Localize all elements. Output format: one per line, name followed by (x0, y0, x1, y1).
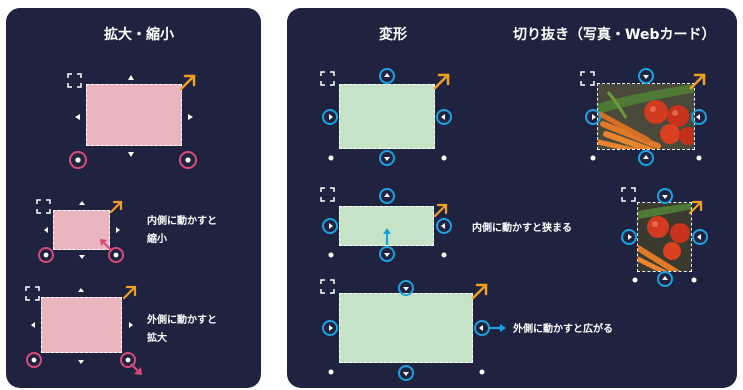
right-handle-icon[interactable] (116, 227, 120, 233)
top-handle-icon[interactable] (128, 75, 134, 80)
scale-panel: 拡大・縮小 内側に動かすと 縮小 外側に動かすと 拡大 (6, 8, 261, 388)
scale-example-enlarge-box[interactable] (41, 297, 122, 353)
rotate-arrow-icon[interactable] (433, 73, 450, 90)
crop-photo-small[interactable] (637, 202, 692, 272)
top-handle-icon[interactable] (79, 201, 85, 205)
narrow-caption: 内側に動かすと狭まる (472, 223, 572, 234)
side-handle-icon[interactable] (436, 218, 452, 234)
left-handle-icon[interactable] (75, 114, 80, 120)
side-handle-icon[interactable] (398, 280, 414, 296)
crop-corner-icon (320, 187, 335, 202)
scale-handle-icon[interactable] (120, 352, 136, 368)
enlarge-caption: 外側に動かすと 拡大 (147, 312, 217, 348)
scale-example-default-box[interactable] (86, 84, 182, 146)
side-handle-icon[interactable] (657, 188, 673, 204)
corner-handle-icon[interactable] (590, 155, 596, 161)
bottom-handle-icon[interactable] (128, 152, 134, 157)
crop-corner-icon (36, 199, 51, 214)
crop-corner-icon (25, 286, 40, 301)
crop-corner-icon (580, 71, 595, 86)
transform-handles-layer (320, 68, 708, 381)
bottom-handle-icon[interactable] (79, 255, 85, 259)
crop-title: 切り抜き（写真・Webカード） (513, 27, 716, 43)
rotate-arrow-icon[interactable] (109, 200, 123, 214)
rotate-arrow-icon[interactable] (689, 73, 706, 90)
scale-handle-icon[interactable] (108, 247, 124, 263)
side-handle-icon[interactable] (692, 229, 708, 245)
crop-corner-icon (67, 73, 82, 88)
rotate-arrow-icon[interactable] (433, 203, 448, 218)
shrink-caption-line2: 縮小 (147, 234, 167, 245)
scale-handle-icon[interactable] (26, 352, 42, 368)
crop-corner-icon (320, 71, 335, 86)
corner-handle-icon[interactable] (441, 252, 447, 258)
side-handle-icon[interactable] (657, 271, 673, 287)
corner-handle-icon[interactable] (696, 155, 702, 161)
scale-handle-icon[interactable] (69, 151, 87, 169)
crop-photo-large[interactable] (597, 83, 695, 150)
corner-handle-icon[interactable] (328, 252, 334, 258)
top-handle-icon[interactable] (78, 288, 84, 292)
scale-example-shrink-box[interactable] (53, 210, 110, 250)
enlarge-caption-line1: 外側に動かすと (147, 315, 217, 326)
vegetables-photo-cropped (638, 203, 691, 271)
side-handle-icon[interactable] (322, 320, 338, 336)
transform-example-default-box[interactable] (339, 84, 435, 149)
side-handle-icon[interactable] (691, 109, 707, 125)
transform-crop-panel: 変形 切り抜き（写真・Webカード） 内側に動かすと狭まる 外側に動かすと広がる (287, 8, 737, 388)
side-handle-icon[interactable] (436, 109, 452, 125)
side-handle-icon[interactable] (322, 218, 338, 234)
side-handle-icon[interactable] (379, 188, 395, 204)
right-handle-icon[interactable] (188, 114, 193, 120)
vegetables-photo (598, 84, 694, 149)
corner-handle-icon[interactable] (691, 277, 697, 283)
corner-handle-icon[interactable] (441, 155, 447, 161)
left-handle-icon[interactable] (31, 322, 35, 328)
transform-title: 変形 (379, 27, 407, 43)
left-handle-icon[interactable] (44, 227, 48, 233)
scale-title: 拡大・縮小 (104, 27, 174, 43)
side-handle-icon[interactable] (398, 365, 414, 381)
side-handle-icon[interactable] (638, 150, 654, 166)
side-handle-icon[interactable] (585, 109, 601, 125)
drag-arrow-icon (100, 239, 113, 252)
transform-example-widen-box[interactable] (339, 293, 473, 363)
corner-handle-icon[interactable] (479, 369, 485, 375)
drag-arrow-icon (383, 228, 391, 245)
enlarge-caption-line2: 拡大 (147, 333, 167, 344)
rotate-arrow-icon[interactable] (471, 283, 488, 300)
side-handle-icon[interactable] (474, 320, 490, 336)
corner-handle-icon[interactable] (632, 277, 638, 283)
side-handle-icon[interactable] (638, 68, 654, 84)
rotate-arrow-icon[interactable] (122, 285, 137, 300)
corner-handle-icon[interactable] (328, 155, 334, 161)
right-handle-icon[interactable] (129, 322, 133, 328)
widen-caption: 外側に動かすと広がる (513, 324, 613, 335)
side-handle-icon[interactable] (379, 68, 395, 84)
shrink-caption-line1: 内側に動かすと (147, 216, 217, 227)
scale-handle-icon[interactable] (179, 151, 197, 169)
bottom-handle-icon[interactable] (78, 360, 84, 364)
drag-arrow-icon (490, 324, 506, 332)
drag-arrow-icon (130, 363, 142, 375)
side-handle-icon[interactable] (379, 150, 395, 166)
crop-corner-icon (320, 279, 335, 294)
side-handle-icon[interactable] (322, 109, 338, 125)
shrink-caption: 内側に動かすと 縮小 (147, 213, 217, 249)
side-handle-icon[interactable] (621, 229, 637, 245)
rotate-arrow-icon[interactable] (179, 74, 196, 91)
side-handle-icon[interactable] (379, 246, 395, 262)
rotate-arrow-icon[interactable] (688, 200, 703, 215)
scale-handle-icon[interactable] (38, 247, 54, 263)
corner-handle-icon[interactable] (328, 369, 334, 375)
crop-corner-icon (621, 187, 636, 202)
scale-handles-layer (25, 73, 197, 375)
